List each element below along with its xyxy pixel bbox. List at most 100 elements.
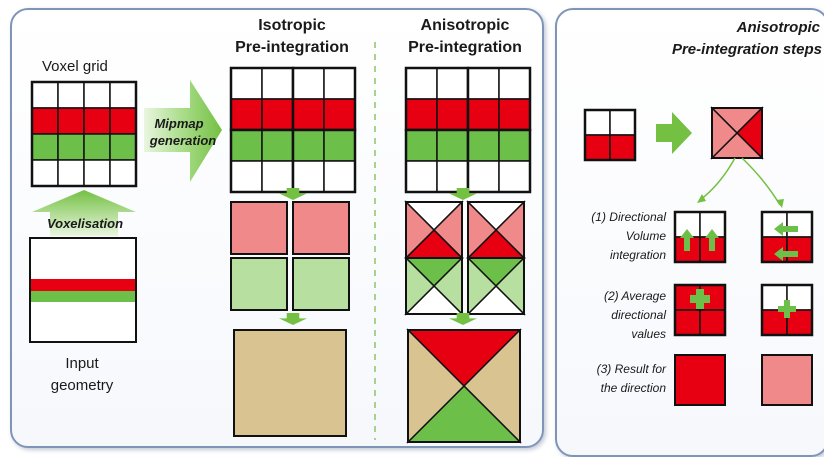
iso-block-green-b-cell — [292, 160, 325, 193]
aniso-block-red-b-cell — [467, 98, 500, 131]
aniso-block-red-b-cell — [498, 67, 531, 100]
aniso-block-red-a-cell — [405, 67, 438, 100]
voxel-grid-cell — [83, 133, 111, 161]
iso-block-red-b-cell — [323, 67, 356, 100]
voxel-grid-cell — [57, 159, 85, 187]
step1-left-arrow-b — [774, 247, 798, 261]
aniso-block-red-b-cell — [498, 98, 531, 131]
iso-block-green-a-cell — [230, 160, 263, 193]
iso-lightred-a — [230, 201, 288, 255]
input-geometry-line2: geometry — [50, 377, 114, 394]
iso-block-red-a-cell — [261, 67, 294, 100]
aniso-block-green-a-cell — [405, 129, 438, 162]
iso-block-red-b-cell — [323, 98, 356, 131]
aniso-block-green-b-cell — [498, 160, 531, 193]
voxel-grid-cell — [57, 107, 85, 135]
steps-title-line2: Pre-integration steps — [671, 41, 822, 58]
aniso-block-green-a-cell — [405, 160, 438, 193]
aniso-block-green-b-cell — [467, 129, 500, 162]
step1-line2: Volume — [625, 229, 666, 243]
steps-source-block-cell — [584, 134, 611, 161]
step1-right-block-border — [760, 210, 814, 264]
voxel-grid-cell — [31, 107, 59, 135]
mipmap-label-line2: generation — [149, 133, 217, 148]
step1-line3: integration — [609, 248, 666, 262]
aniso-block-red-b-cell — [467, 67, 500, 100]
iso-block-green-b-border — [291, 128, 357, 194]
aniso-block-green-b-border — [466, 128, 532, 194]
steps-x-square-border — [711, 107, 763, 159]
iso-lightred-b — [292, 201, 350, 255]
voxel-grid-cell — [83, 159, 111, 187]
voxel-grid-border — [30, 80, 138, 188]
geometry-red-band — [31, 279, 135, 291]
steps-source-block-cell — [609, 134, 636, 161]
aniso-block-green-b-cell — [498, 129, 531, 162]
aniso-block-green-b-cell — [467, 160, 500, 193]
voxel-grid-cell — [57, 133, 85, 161]
voxel-grid-cell — [109, 81, 137, 109]
iso-arrow-2 — [279, 313, 307, 325]
step2-right-block-border — [760, 283, 814, 337]
steps-title-line1: Anisotropic — [736, 19, 820, 36]
iso-block-green-b-cell — [292, 129, 325, 162]
step1-right-block-cell — [761, 236, 788, 263]
steps-source-block-cell — [584, 109, 611, 136]
voxel-grid-cell — [31, 81, 59, 109]
isotropic-title-line2: Pre-integration — [235, 39, 349, 56]
iso-block-red-a-cell — [230, 98, 263, 131]
aniso-block-red-a-cell — [436, 67, 469, 100]
iso-block-green-a-cell — [230, 129, 263, 162]
step2-right-block-cell — [761, 309, 788, 336]
step2-line2: directional — [611, 308, 666, 322]
iso-block-red-a-cell — [230, 67, 263, 100]
step3-left-result — [674, 354, 726, 406]
voxel-grid-cell — [83, 81, 111, 109]
iso-lightgreen-a — [230, 257, 288, 311]
aniso-green-x-a-border — [405, 257, 463, 315]
aniso-arrow-2 — [449, 313, 477, 325]
connector-right — [741, 157, 781, 206]
iso-arrow-1 — [279, 188, 307, 200]
step3-line2: the direction — [600, 381, 666, 395]
steps-right-arrow — [656, 112, 692, 154]
step2-left-block-border — [673, 283, 727, 337]
step1-left-block-border — [673, 210, 727, 264]
step1-right-block-cell — [761, 211, 788, 238]
voxel-grid-label: Voxel grid — [42, 58, 108, 75]
step3-right-result — [761, 354, 813, 406]
step1-line1: (1) Directional — [591, 210, 666, 224]
step2-right-block-cell — [786, 309, 813, 336]
step1-up-arrow-a — [680, 229, 694, 251]
voxel-grid-cell — [31, 159, 59, 187]
step2-line1: (2) Average — [603, 289, 666, 303]
voxel-grid-cell — [109, 159, 137, 187]
iso-block-red-a-cell — [261, 98, 294, 131]
step2-plus-v — [696, 289, 704, 309]
step2-left-block-cell — [699, 309, 726, 336]
voxel-grid-cell — [83, 107, 111, 135]
step2r-plus-v — [784, 300, 790, 318]
aniso-result-border — [407, 329, 521, 443]
geometry-green-band — [31, 291, 135, 302]
step3-line1: (3) Result for — [596, 362, 666, 376]
steps-source-block-cell — [609, 109, 636, 136]
iso-block-green-a-cell — [261, 129, 294, 162]
iso-result — [233, 329, 347, 437]
step1-left-arrow-a — [774, 222, 798, 236]
voxel-grid-cell — [109, 107, 137, 135]
iso-lightgreen-b — [292, 257, 350, 311]
anisotropic-title-line1: Anisotropic — [420, 17, 510, 34]
voxel-grid-cell — [109, 133, 137, 161]
anisotropic-title-line2: Pre-integration — [408, 39, 522, 56]
iso-block-red-b-cell — [292, 98, 325, 131]
aniso-block-red-a-cell — [436, 98, 469, 131]
connector-left — [699, 157, 736, 201]
iso-block-green-b-cell — [323, 160, 356, 193]
step2-line3: values — [631, 327, 666, 341]
voxel-grid-cell — [31, 133, 59, 161]
step1-up-arrow-b — [705, 229, 719, 251]
step1-right-block-cell — [786, 236, 813, 263]
connector-left-head — [697, 194, 706, 203]
